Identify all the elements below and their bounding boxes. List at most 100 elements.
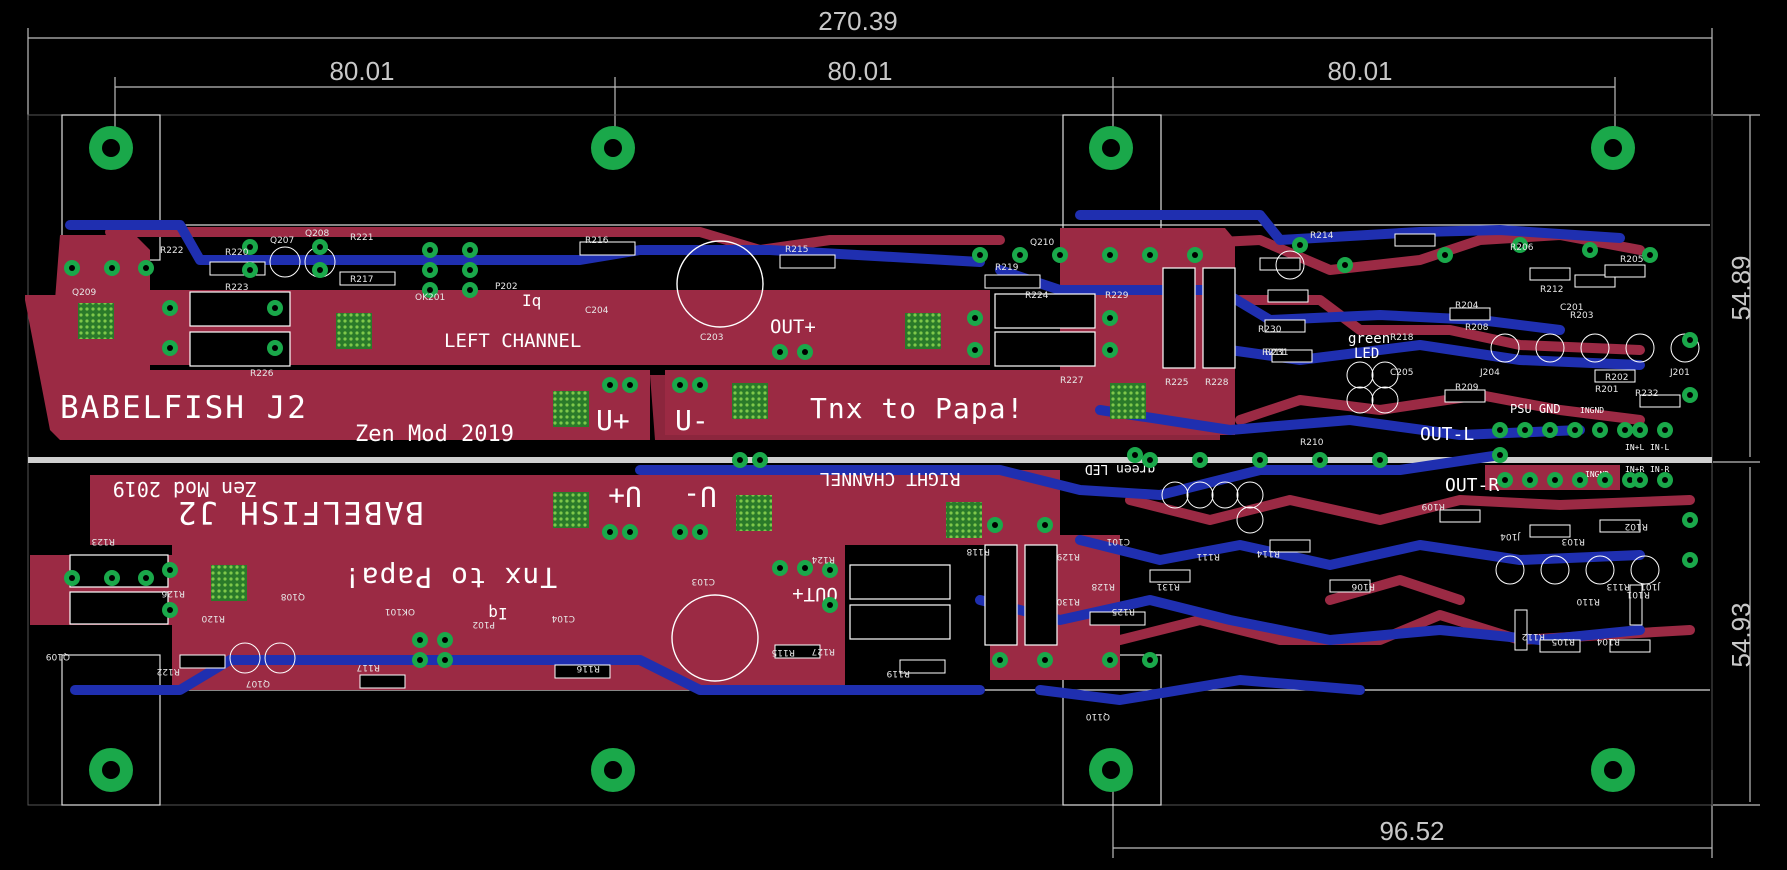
part-label: R117 bbox=[357, 662, 380, 672]
part-label: C204 bbox=[585, 306, 609, 316]
bottom-u-minus: U- bbox=[683, 480, 717, 513]
pad-hole bbox=[1297, 242, 1303, 248]
part-label: R201 bbox=[1595, 385, 1618, 395]
part-label: R116 bbox=[576, 663, 600, 673]
top-in-l2: IN-L bbox=[1650, 443, 1669, 452]
dim-total-width: 270.39 bbox=[818, 6, 898, 36]
bottom-u-plus: U+ bbox=[608, 480, 642, 513]
pad-hole bbox=[607, 529, 613, 535]
bottom-in-r2: IN-R bbox=[1650, 465, 1669, 474]
part-label: R109 bbox=[1421, 501, 1445, 511]
pad-hole bbox=[677, 382, 683, 388]
pad-hole bbox=[697, 382, 703, 388]
part-label: J201 bbox=[1669, 368, 1690, 378]
pad-hole bbox=[467, 247, 473, 253]
pad-hole bbox=[827, 567, 833, 573]
pad-hole bbox=[1687, 517, 1693, 523]
part-label: R110 bbox=[1576, 596, 1600, 606]
dim-height-top: 54.89 bbox=[1726, 255, 1756, 320]
small-transistors bbox=[229, 246, 1700, 674]
part-label: R221 bbox=[350, 233, 373, 243]
pad-hole bbox=[69, 575, 75, 581]
pad-hole bbox=[972, 315, 978, 321]
part-label: C104 bbox=[551, 613, 575, 623]
part-label: J104 bbox=[1500, 531, 1521, 541]
pad-hole bbox=[1377, 457, 1383, 463]
pad-hole bbox=[167, 345, 173, 351]
pad-hole bbox=[757, 457, 763, 463]
top-out-plus: OUT+ bbox=[770, 316, 816, 338]
bottom-part-labels: R123R126R120R122Q107Q108Q109R117OK101P10… bbox=[45, 501, 1661, 721]
dim-span-left: 80.01 bbox=[329, 56, 394, 86]
part-label: R104 bbox=[1596, 636, 1620, 646]
part-label: R210 bbox=[1300, 438, 1324, 448]
pad-hole bbox=[109, 265, 115, 271]
part-label: OK101 bbox=[385, 606, 415, 616]
pad-hole bbox=[697, 529, 703, 535]
pad-hole bbox=[627, 382, 633, 388]
part-label: C205 bbox=[1390, 368, 1413, 378]
pad-hole bbox=[1637, 477, 1643, 483]
bottom-in-r: IN+R bbox=[1625, 465, 1644, 474]
part-label: R131 bbox=[1157, 581, 1180, 591]
pad-hole bbox=[272, 345, 278, 351]
part-label: Q209 bbox=[72, 288, 97, 298]
part-label: C203 bbox=[700, 333, 723, 343]
part-label: R205 bbox=[1620, 255, 1643, 265]
pad-hole bbox=[247, 244, 253, 250]
dim-height-bottom: 54.93 bbox=[1726, 602, 1756, 667]
pad-hole bbox=[1147, 657, 1153, 663]
pad-hole bbox=[1057, 252, 1063, 258]
part-label: R124 bbox=[811, 554, 835, 564]
part-label: R101 bbox=[1627, 589, 1650, 599]
pad-hole bbox=[1107, 315, 1113, 321]
pad-hole bbox=[607, 382, 613, 388]
part-label: R225 bbox=[1165, 378, 1188, 388]
part-label: Q207 bbox=[270, 236, 294, 246]
part-label: R211 bbox=[1262, 348, 1285, 358]
pad-hole bbox=[143, 265, 149, 271]
pad-hole bbox=[777, 565, 783, 571]
part-label: R228 bbox=[1205, 378, 1229, 388]
part-label: R202 bbox=[1605, 373, 1628, 383]
dim-span-mid: 80.01 bbox=[827, 56, 892, 86]
pad-hole bbox=[1547, 427, 1553, 433]
pad-hole bbox=[247, 267, 253, 273]
part-label: R209 bbox=[1455, 383, 1479, 393]
pad-hole bbox=[69, 265, 75, 271]
pad-hole bbox=[1637, 427, 1643, 433]
electrolytic-capacitors bbox=[671, 240, 764, 682]
pad-hole bbox=[442, 657, 448, 663]
bottom-channel-silkscreen: BABELFISH J2 Zen Mod 2019 Tnx to Papa! R… bbox=[113, 461, 1670, 623]
dim-span-right: 80.01 bbox=[1327, 56, 1392, 86]
pad-hole bbox=[1662, 477, 1668, 483]
part-label: C101 bbox=[1107, 536, 1130, 546]
pad-hole bbox=[1622, 427, 1628, 433]
part-label: R120 bbox=[201, 613, 225, 623]
part-label: R119 bbox=[886, 668, 910, 678]
top-u-minus: U- bbox=[675, 404, 709, 437]
pad-hole bbox=[167, 305, 173, 311]
pad-hole bbox=[1132, 452, 1138, 458]
part-label: R114 bbox=[1256, 548, 1280, 558]
part-label: R128 bbox=[1091, 581, 1115, 591]
pad-hole bbox=[1107, 347, 1113, 353]
part-label: R226 bbox=[250, 369, 274, 379]
part-label: R216 bbox=[585, 236, 609, 246]
top-in-gnd: INGND bbox=[1580, 406, 1604, 415]
part-label: R212 bbox=[1540, 285, 1563, 295]
pad-hole bbox=[167, 607, 173, 613]
pad-hole bbox=[1197, 457, 1203, 463]
pad-hole bbox=[1342, 262, 1348, 268]
part-label: Q208 bbox=[305, 229, 330, 239]
top-thanks: Tnx to Papa! bbox=[810, 392, 1024, 425]
pad-hole bbox=[1527, 477, 1533, 483]
pad-hole bbox=[627, 529, 633, 535]
dim-offset-bottom: 96.52 bbox=[1379, 816, 1444, 846]
pad-hole bbox=[143, 575, 149, 581]
bottom-thanks: Tnx to Papa! bbox=[343, 561, 557, 594]
pad-hole bbox=[467, 267, 473, 273]
top-channel-label: LEFT CHANNEL bbox=[444, 330, 581, 352]
pad-hole bbox=[737, 457, 743, 463]
pad-hole bbox=[427, 247, 433, 253]
